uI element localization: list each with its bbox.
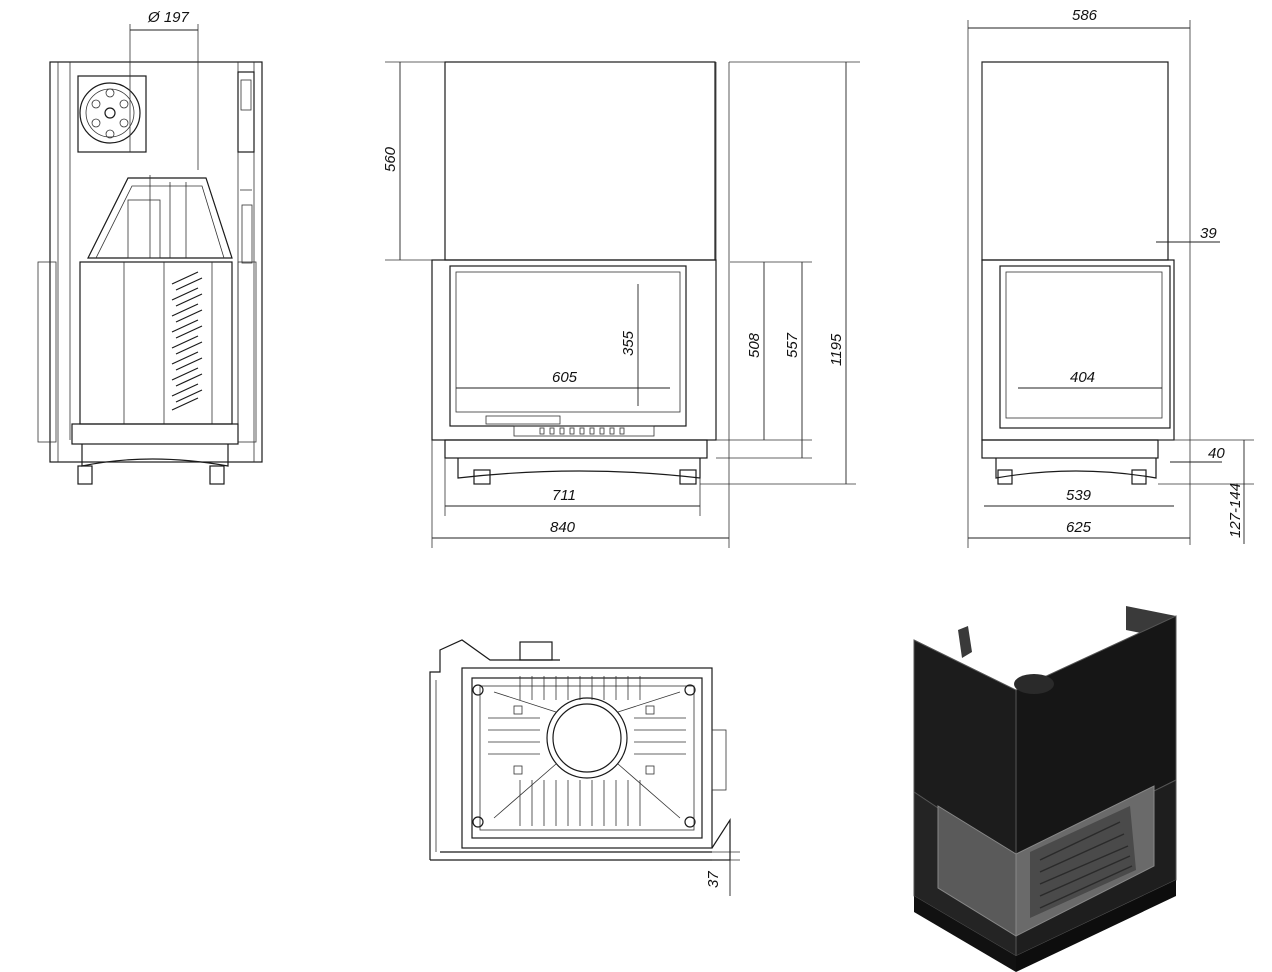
dim-front-top-height: 560 [382,146,399,172]
side-view: 586 39 404 40 539 625 127-144 [967,7,1254,548]
flue-outlet-circle [79,82,141,144]
dim-base-width: 711 [552,487,576,504]
dim-top-offset: 37 [705,871,722,888]
dim-total-height: 1195 [828,333,845,366]
isometric-render [913,606,1177,972]
dim-side-base-width: 539 [1066,487,1092,504]
dim-glass-width: 605 [552,369,578,386]
cooling-fins [488,676,686,826]
dim-total-width: 840 [550,519,576,536]
dim-door-height: 557 [784,332,801,358]
flue-collar-top [546,697,628,779]
dim-side-base-height: 40 [1208,445,1225,462]
dim-firebox-height: 508 [746,332,763,358]
dim-side-total-width: 625 [1066,519,1092,536]
dim-side-glass-width: 404 [1070,369,1095,386]
dim-side-offset: 39 [1200,225,1217,242]
firebrick-pattern [171,271,203,411]
top-view: 37 [429,639,740,896]
front-view: 560 355 605 508 557 1195 711 840 [382,61,860,548]
dim-side-top-width: 586 [1072,7,1098,24]
air-slots [539,427,625,435]
dim-leg-range: 127-144 [1227,483,1244,538]
dim-flue-diameter: Ø 197 [147,9,190,26]
side-section-view: Ø 197 [37,9,263,485]
dim-glass-height: 355 [620,330,637,356]
